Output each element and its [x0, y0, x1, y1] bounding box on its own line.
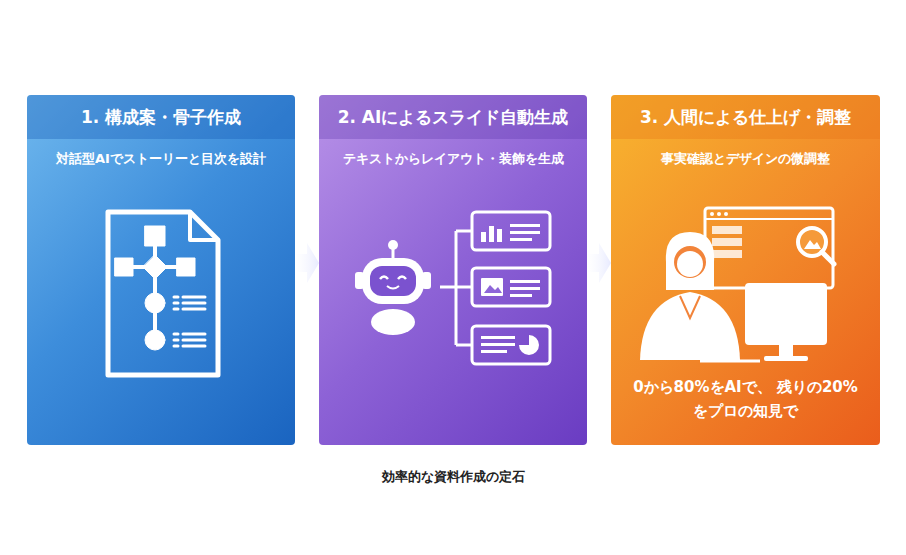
arrow-shape	[587, 243, 611, 283]
flow-arrow	[295, 243, 319, 283]
step-subtitle: 対話型AIでストーリーと目次を設計	[27, 147, 295, 171]
arrow-shape	[295, 243, 319, 283]
step-note: 0から80%をAIで、 残りの20%をプロの知見で	[626, 375, 866, 425]
step-subtitle: 事実確認とデザインの微調整	[611, 147, 880, 171]
step-subtitle: テキストからレイアウト・装飾を生成	[319, 147, 587, 171]
caption: 効率的な資料作成の定石	[0, 468, 906, 486]
flow-arrow	[587, 243, 611, 283]
process-panel: 1. 構成案・骨子作成対話型AIでストーリーと目次を設計	[27, 95, 295, 445]
step-heading: 2. AIによるスライド自動生成	[319, 95, 587, 139]
step-heading: 3. 人間による仕上げ・調整	[611, 95, 880, 139]
step-heading: 1. 構成案・骨子作成	[27, 95, 295, 139]
process-panel: 3. 人間による仕上げ・調整事実確認とデザインの微調整 0から80%をAIで、 残…	[611, 95, 880, 445]
process-panel: 2. AIによるスライド自動生成テキストからレイアウト・装飾を生成	[319, 95, 587, 445]
